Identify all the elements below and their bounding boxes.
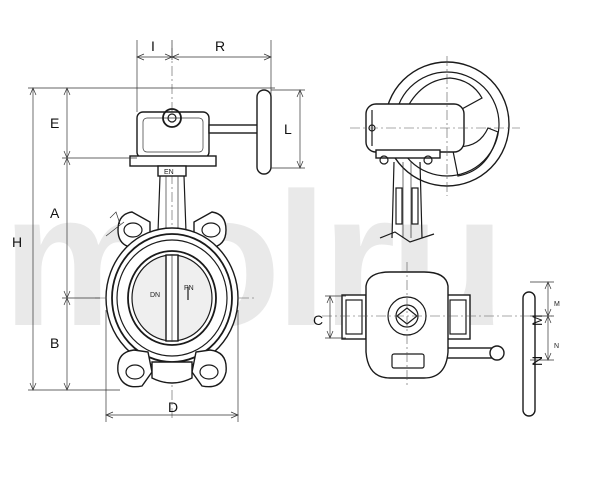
top-view [322,262,552,417]
top-dimensions: C M N M N [313,281,560,366]
dn-mark: DN [150,292,160,299]
dim-L: L [284,121,292,137]
side-view [350,56,520,243]
dim-B: B [50,335,59,351]
dim-E: E [50,115,59,131]
dim-R: R [215,38,225,54]
dim-D: D [168,399,178,415]
gear-label: EN [164,169,174,176]
m-small-mark: M [554,301,560,308]
dim-N: N [529,356,545,366]
dim-A: A [50,205,60,221]
dim-C: C [313,312,323,328]
n-small-mark: N [554,343,559,350]
front-view: EN DN PN [95,48,272,420]
pn-mark: PN [184,285,194,292]
dim-M: M [529,314,545,326]
dim-I: I [151,38,155,54]
front-dimensions: H E A B D I R L [12,38,305,422]
dim-H: H [12,234,22,250]
